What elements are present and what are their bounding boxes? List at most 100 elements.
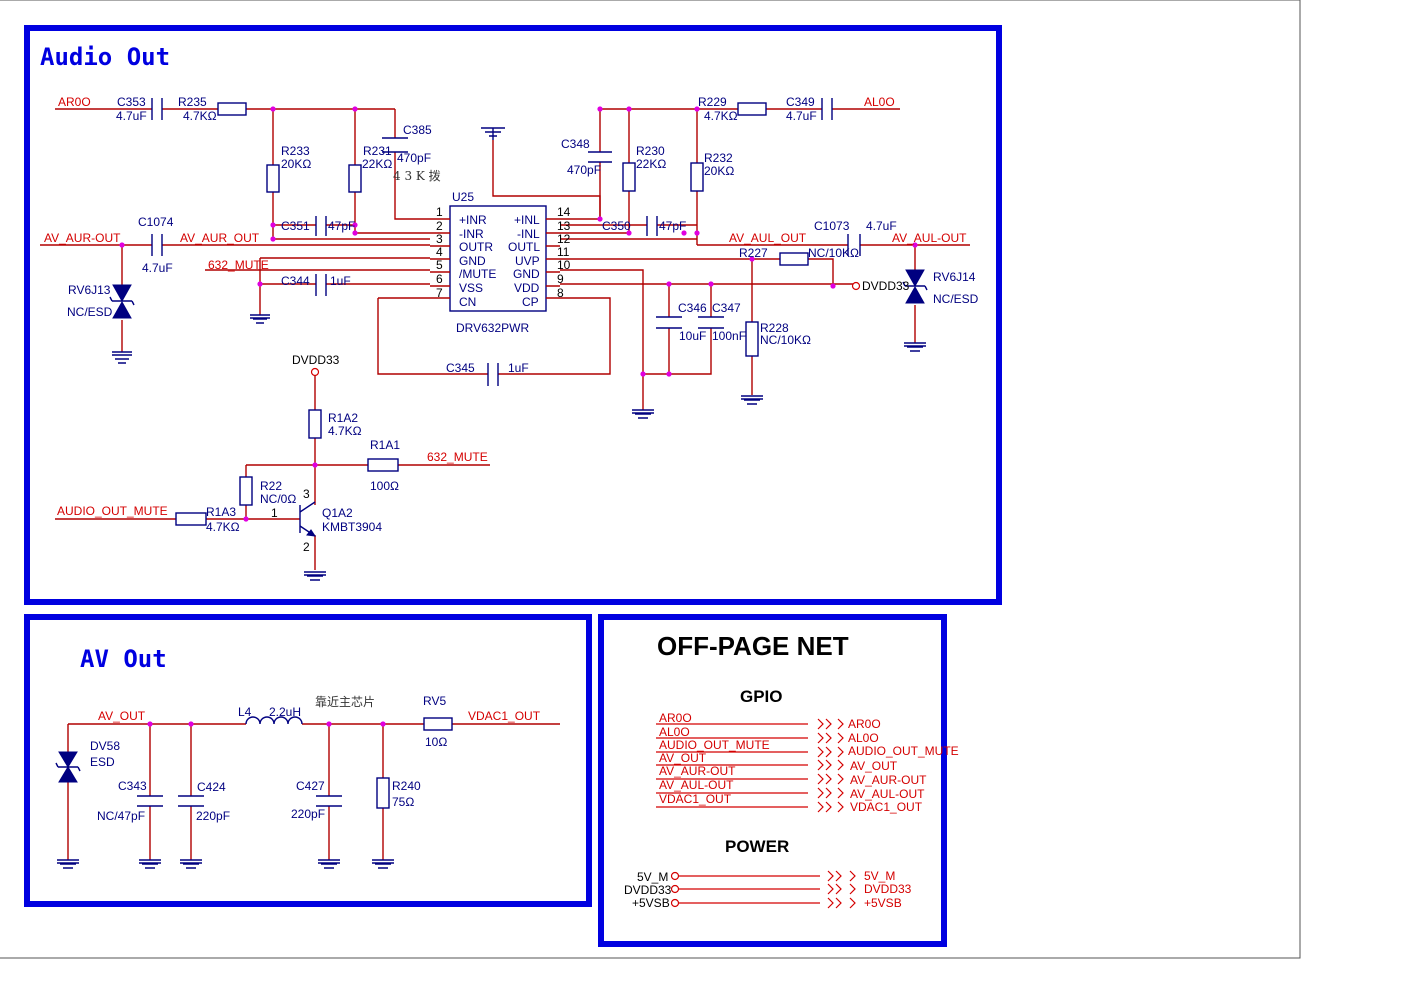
components-rv6j14-val-label: NC/ESD bbox=[933, 292, 979, 306]
components-q1a2-ref-label: Q1A2 bbox=[322, 506, 353, 520]
gpio-lines bbox=[656, 723, 808, 808]
u25-left-pins-0-name-label: +INR bbox=[459, 213, 487, 227]
net-av-aul-out-in: AV_AUL-OUT bbox=[892, 231, 967, 245]
u25-right-pins-5-name-label: VDD bbox=[514, 281, 540, 295]
audio-components bbox=[109, 98, 928, 537]
components-r1a1-ref-label: R1A1 bbox=[370, 438, 400, 452]
gpio-net-right: AV_OUT bbox=[850, 759, 898, 773]
components-r229-ref-label: R229 bbox=[698, 95, 727, 109]
components-r1a2-val-label: 4.7KΩ bbox=[328, 424, 362, 438]
components-r240-ref-label: R240 bbox=[392, 779, 421, 793]
av-grounds bbox=[57, 859, 394, 869]
components-note43k-label: 4 3 K 拨 bbox=[393, 169, 441, 183]
u25-right-pins-3-num-label: 11 bbox=[557, 245, 570, 259]
net-av-aul-out: AV_AUL_OUT bbox=[729, 231, 807, 245]
gpio-net-list: AR0O AL0O AUDIO_OUT_MUTE AV_OUT AV_AUR-O… bbox=[659, 711, 959, 814]
gpio-net-left: AV_AUL-OUT bbox=[659, 778, 734, 792]
net-dvdd33-right: DVDD33 bbox=[862, 279, 910, 293]
components-c349-ref-label: C349 bbox=[786, 95, 815, 109]
components-r1a2-ref-label: R1A2 bbox=[328, 411, 358, 425]
q-pins-e-label: 2 bbox=[303, 540, 310, 554]
components-c1073-val-label: 4.7uF bbox=[866, 219, 897, 233]
u25-right-pins-0-name-label: +INL bbox=[514, 213, 540, 227]
power-net-right: DVDD33 bbox=[864, 882, 912, 896]
components-rv6j13-ref-label: RV6J13 bbox=[68, 283, 111, 297]
components-c350-ref-label: C350 bbox=[602, 219, 631, 233]
net-ar0o: AR0O bbox=[58, 95, 91, 109]
net-vdac1-out: VDAC1_OUT bbox=[468, 709, 541, 723]
u25-pin-stubs bbox=[430, 218, 560, 299]
components-r1a1-val-label: 100Ω bbox=[370, 479, 399, 493]
components-r231-val-label: 22KΩ bbox=[362, 157, 392, 171]
components-r1a3-val-label: 4.7KΩ bbox=[206, 520, 240, 534]
net-av-out: AV_OUT bbox=[98, 709, 146, 723]
gpio-net-right: AV_AUR-OUT bbox=[850, 773, 927, 787]
av-junctions bbox=[147, 721, 386, 727]
components-r1a3-ref-label: R1A3 bbox=[206, 505, 236, 519]
components-c347-val-label: 100nF bbox=[712, 329, 746, 343]
u25-left-pins-4-num-label: 5 bbox=[436, 258, 443, 272]
av-out-title: AV Out bbox=[80, 645, 167, 673]
components-l4-val-label: 2.2uH bbox=[269, 705, 301, 719]
u25-right-pins-5-num-label: 9 bbox=[557, 272, 564, 286]
u25-right-pins-1-num-label: 13 bbox=[557, 219, 571, 233]
components-c346-ref-label: C346 bbox=[678, 301, 707, 315]
gpio-net-right: AL0O bbox=[848, 731, 879, 745]
u25-left-pin-1: 1+INR bbox=[436, 205, 487, 227]
components-r232-ref-label: R232 bbox=[704, 151, 733, 165]
gpio-net-left: AV_OUT bbox=[659, 751, 707, 765]
components-dv58-ref-label: DV58 bbox=[90, 739, 120, 753]
u25-right-pins-2-name-label: OUTL bbox=[508, 240, 540, 254]
components-c424-val-label: 220pF bbox=[196, 809, 230, 823]
u25-left-pins-1-name-label: -INR bbox=[459, 227, 484, 241]
av-components bbox=[55, 716, 453, 809]
u25-right-pins-4-name-label: GND bbox=[513, 267, 540, 281]
power-title: POWER bbox=[725, 837, 789, 856]
gpio-net-left: AR0O bbox=[659, 711, 692, 725]
gpio-chevrons bbox=[817, 718, 844, 813]
gpio-net-left: AL0O bbox=[659, 725, 690, 739]
components-dv58-val-label: ESD bbox=[90, 755, 115, 769]
net-av-aur-out-in: AV_AUR-OUT bbox=[44, 231, 121, 245]
components-c348-val-label: 470pF bbox=[567, 163, 601, 177]
components-c1074-val-label: 4.7uF bbox=[142, 261, 173, 275]
q-pins-c-label: 3 bbox=[303, 487, 310, 501]
components-c350-val-label: 47pF bbox=[659, 219, 686, 233]
gpio-net-right: AUDIO_OUT_MUTE bbox=[848, 744, 959, 758]
u25-left-pins-6-name-label: CN bbox=[459, 295, 476, 309]
components-c424-ref-label: C424 bbox=[197, 780, 226, 794]
u25-right-pins-0-num-label: 14 bbox=[557, 205, 571, 219]
page-border bbox=[0, 0, 1301, 959]
components-r233-val-label: 20KΩ bbox=[281, 157, 311, 171]
components-c353-val-label: 4.7uF bbox=[116, 109, 147, 123]
components-c344-ref-label: C344 bbox=[281, 274, 310, 288]
components-c343-ref-label: C343 bbox=[118, 779, 147, 793]
u25-right-pin-8: 8CP bbox=[522, 286, 564, 309]
offpage-frame bbox=[598, 614, 947, 947]
net-av-aur-out: AV_AUR_OUT bbox=[180, 231, 260, 245]
net-dvdd33-top: DVDD33 bbox=[292, 353, 340, 367]
components-r22-val-label: NC/0Ω bbox=[260, 492, 296, 506]
u25-left-pins-6-num-label: 7 bbox=[436, 286, 443, 300]
components-c347-ref-label: C347 bbox=[712, 301, 741, 315]
u25-right-pins-3-name-label: UVP bbox=[515, 254, 540, 268]
components-r235-ref-label: R235 bbox=[178, 95, 207, 109]
components-c427-ref-label: C427 bbox=[296, 779, 325, 793]
power-net-left: 5V_M bbox=[637, 870, 668, 884]
components-c427-val-label: 220pF bbox=[291, 807, 325, 821]
components-c345-val-label: 1uF bbox=[508, 361, 529, 375]
net-632-mute-top: 632_MUTE bbox=[208, 258, 269, 272]
power-net-left: +5VSB bbox=[632, 896, 670, 910]
audio-out-title: Audio Out bbox=[40, 43, 170, 71]
u25-left-pins-3-name-label: GND bbox=[459, 254, 486, 268]
u25-left-pin-5: 5/MUTE bbox=[436, 258, 496, 281]
components-r230-ref-label: R230 bbox=[636, 144, 665, 158]
components-c353-ref-label: C353 bbox=[117, 95, 146, 109]
components-c385-val-label: 470pF bbox=[397, 151, 431, 165]
u25-left-pins-3-num-label: 4 bbox=[436, 245, 443, 259]
net-632-mute-bot: 632_MUTE bbox=[427, 450, 488, 464]
